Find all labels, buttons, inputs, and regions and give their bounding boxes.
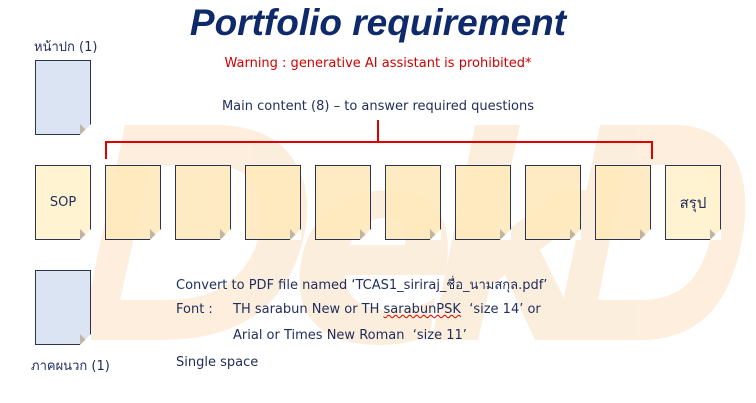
bracket-right-tick: [651, 141, 653, 159]
spacing-instruction: Single space: [176, 355, 259, 370]
bracket-line: [105, 141, 652, 143]
main-content-label: Main content (8) – to answer required qu…: [221, 99, 535, 114]
warning-text: Warning : generative AI assistant is pro…: [224, 56, 532, 71]
bracket-left-tick: [105, 141, 107, 159]
appendix-page-icon: [35, 270, 91, 345]
sop-page: SOP: [35, 165, 91, 240]
bracket-center-tick: [377, 120, 379, 142]
font-label: Font :: [176, 302, 213, 317]
content-page-3: [245, 165, 301, 240]
font-line-1-a: TH sarabun New or TH: [233, 302, 384, 317]
cover-label: หน้าปก (1): [34, 40, 98, 55]
cover-page-icon: [35, 60, 91, 135]
convert-instruction: Convert to PDF file named ‘TCAS1_siriraj…: [176, 278, 548, 293]
font-line-1: TH sarabun New or TH sarabunPSK ‘size 14…: [233, 302, 541, 317]
content-page-8: [595, 165, 651, 240]
content-page-1: [105, 165, 161, 240]
content-page-5: [385, 165, 441, 240]
appendix-label: ภาคผนวก (1): [31, 359, 110, 374]
content-page-4: [315, 165, 371, 240]
content-page-6: [455, 165, 511, 240]
font-line-2: Arial or Times New Roman ‘size 11’: [233, 328, 467, 343]
font-line-1-b: sarabunPSK: [383, 302, 461, 317]
font-line-1-c: ‘size 14’ or: [460, 302, 541, 317]
content-page-2: [175, 165, 231, 240]
content-page-7: [525, 165, 581, 240]
summary-page: สรุป: [665, 165, 721, 240]
page-title: Portfolio requirement: [189, 2, 567, 43]
